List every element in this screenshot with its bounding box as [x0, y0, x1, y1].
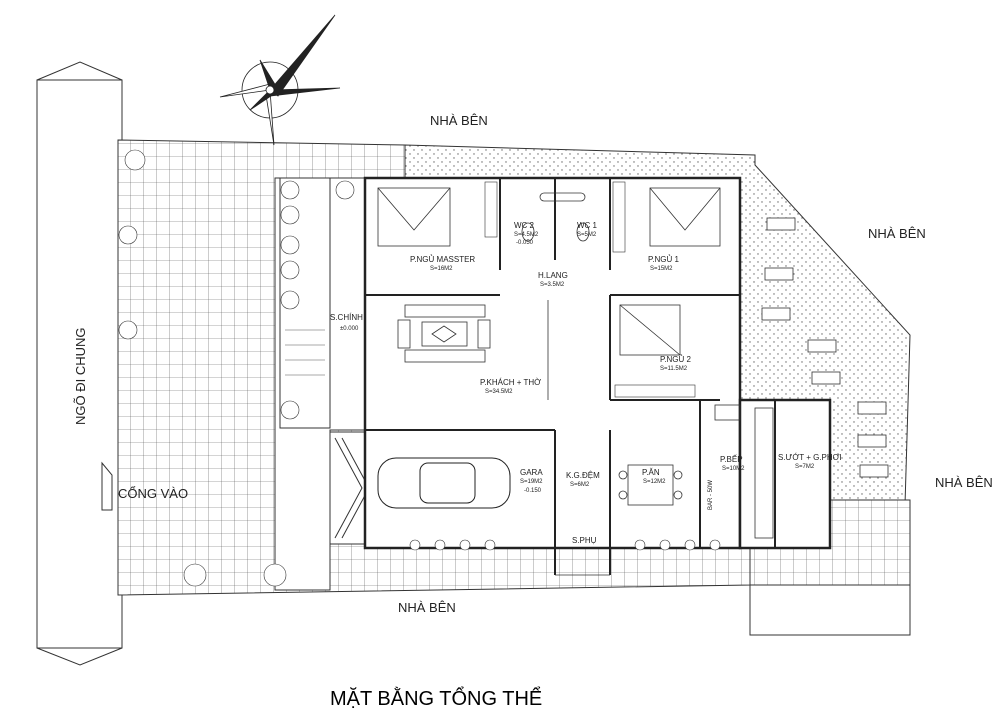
room-buffer-name: K.G.ĐỆM — [566, 471, 600, 480]
room-wc2-name: WC 2 — [514, 221, 535, 230]
gate-marker — [101, 461, 113, 511]
room-laundry-name: S.ƯỚT + G.PHƠI — [778, 453, 842, 462]
bed-2 — [619, 304, 681, 356]
compass-rose-icon — [219, 14, 341, 146]
bed-1 — [649, 187, 721, 247]
page-title: MẶT BẰNG TỔNG THỂ — [330, 686, 542, 710]
room-bed2-area: S=11.5M2 — [660, 366, 688, 372]
neighbor-right-bottom-label: NHÀ BÊN — [935, 475, 993, 490]
rear-garden — [749, 584, 911, 636]
room-living-area: S=34.5M2 — [485, 389, 513, 395]
sofa-set — [397, 304, 491, 363]
neighbor-bottom-label: NHÀ BÊN — [398, 600, 456, 615]
room-backyard-name: S.PHỤ — [572, 536, 597, 545]
room-wc2-area: S=4.5M2 — [514, 232, 539, 238]
room-dining-name: P.ĂN — [642, 468, 660, 477]
neighbor-right-top-label: NHÀ BÊN — [868, 226, 926, 241]
room-bed1-name: P.NGỦ 1 — [648, 255, 680, 264]
room-laundry-area: S=7M2 — [795, 464, 815, 470]
room-porch-name: S.CHÍNH — [330, 313, 363, 322]
room-wc1-name: WC 1 — [577, 221, 598, 230]
room-hall-name: H.LANG — [538, 271, 568, 280]
room-bed2-name: P.NGỦ 2 — [660, 355, 692, 364]
car — [377, 457, 511, 509]
room-kitchen-area: S=10M2 — [722, 466, 745, 472]
room-garage-name: GARA — [520, 468, 543, 477]
room-master-area: S=16M2 — [430, 266, 453, 272]
room-garage-area: S=19M2 — [520, 479, 543, 485]
room-hall-area: S=3.5M2 — [540, 282, 565, 288]
master-bed — [377, 187, 451, 247]
room-wc1-area: S=5M2 — [577, 232, 597, 238]
level-tag: ±0.000 — [340, 326, 359, 332]
room-buffer-area: S=6M2 — [570, 482, 590, 488]
dining-table — [618, 464, 683, 506]
street-strip — [36, 79, 123, 649]
room-master-name: P.NGỦ MASSTER — [410, 255, 475, 264]
room-kitchen-name: P.BẾP — [720, 454, 743, 464]
room-dining-area: S=12M2 — [643, 479, 666, 485]
level-tag: -0.050 — [516, 240, 534, 246]
room-bed1-area: S=15M2 — [650, 266, 673, 272]
neighbor-top-label: NHÀ BÊN — [430, 113, 488, 128]
room-living-name: P.KHÁCH + THỜ — [480, 378, 541, 387]
street-label: NGÕ ĐI CHUNG — [73, 328, 88, 426]
gate-label: CỔNG VÀO — [118, 486, 188, 501]
level-tag: -0.150 — [524, 488, 542, 494]
bar-label: BAR - 50W — [708, 480, 714, 510]
